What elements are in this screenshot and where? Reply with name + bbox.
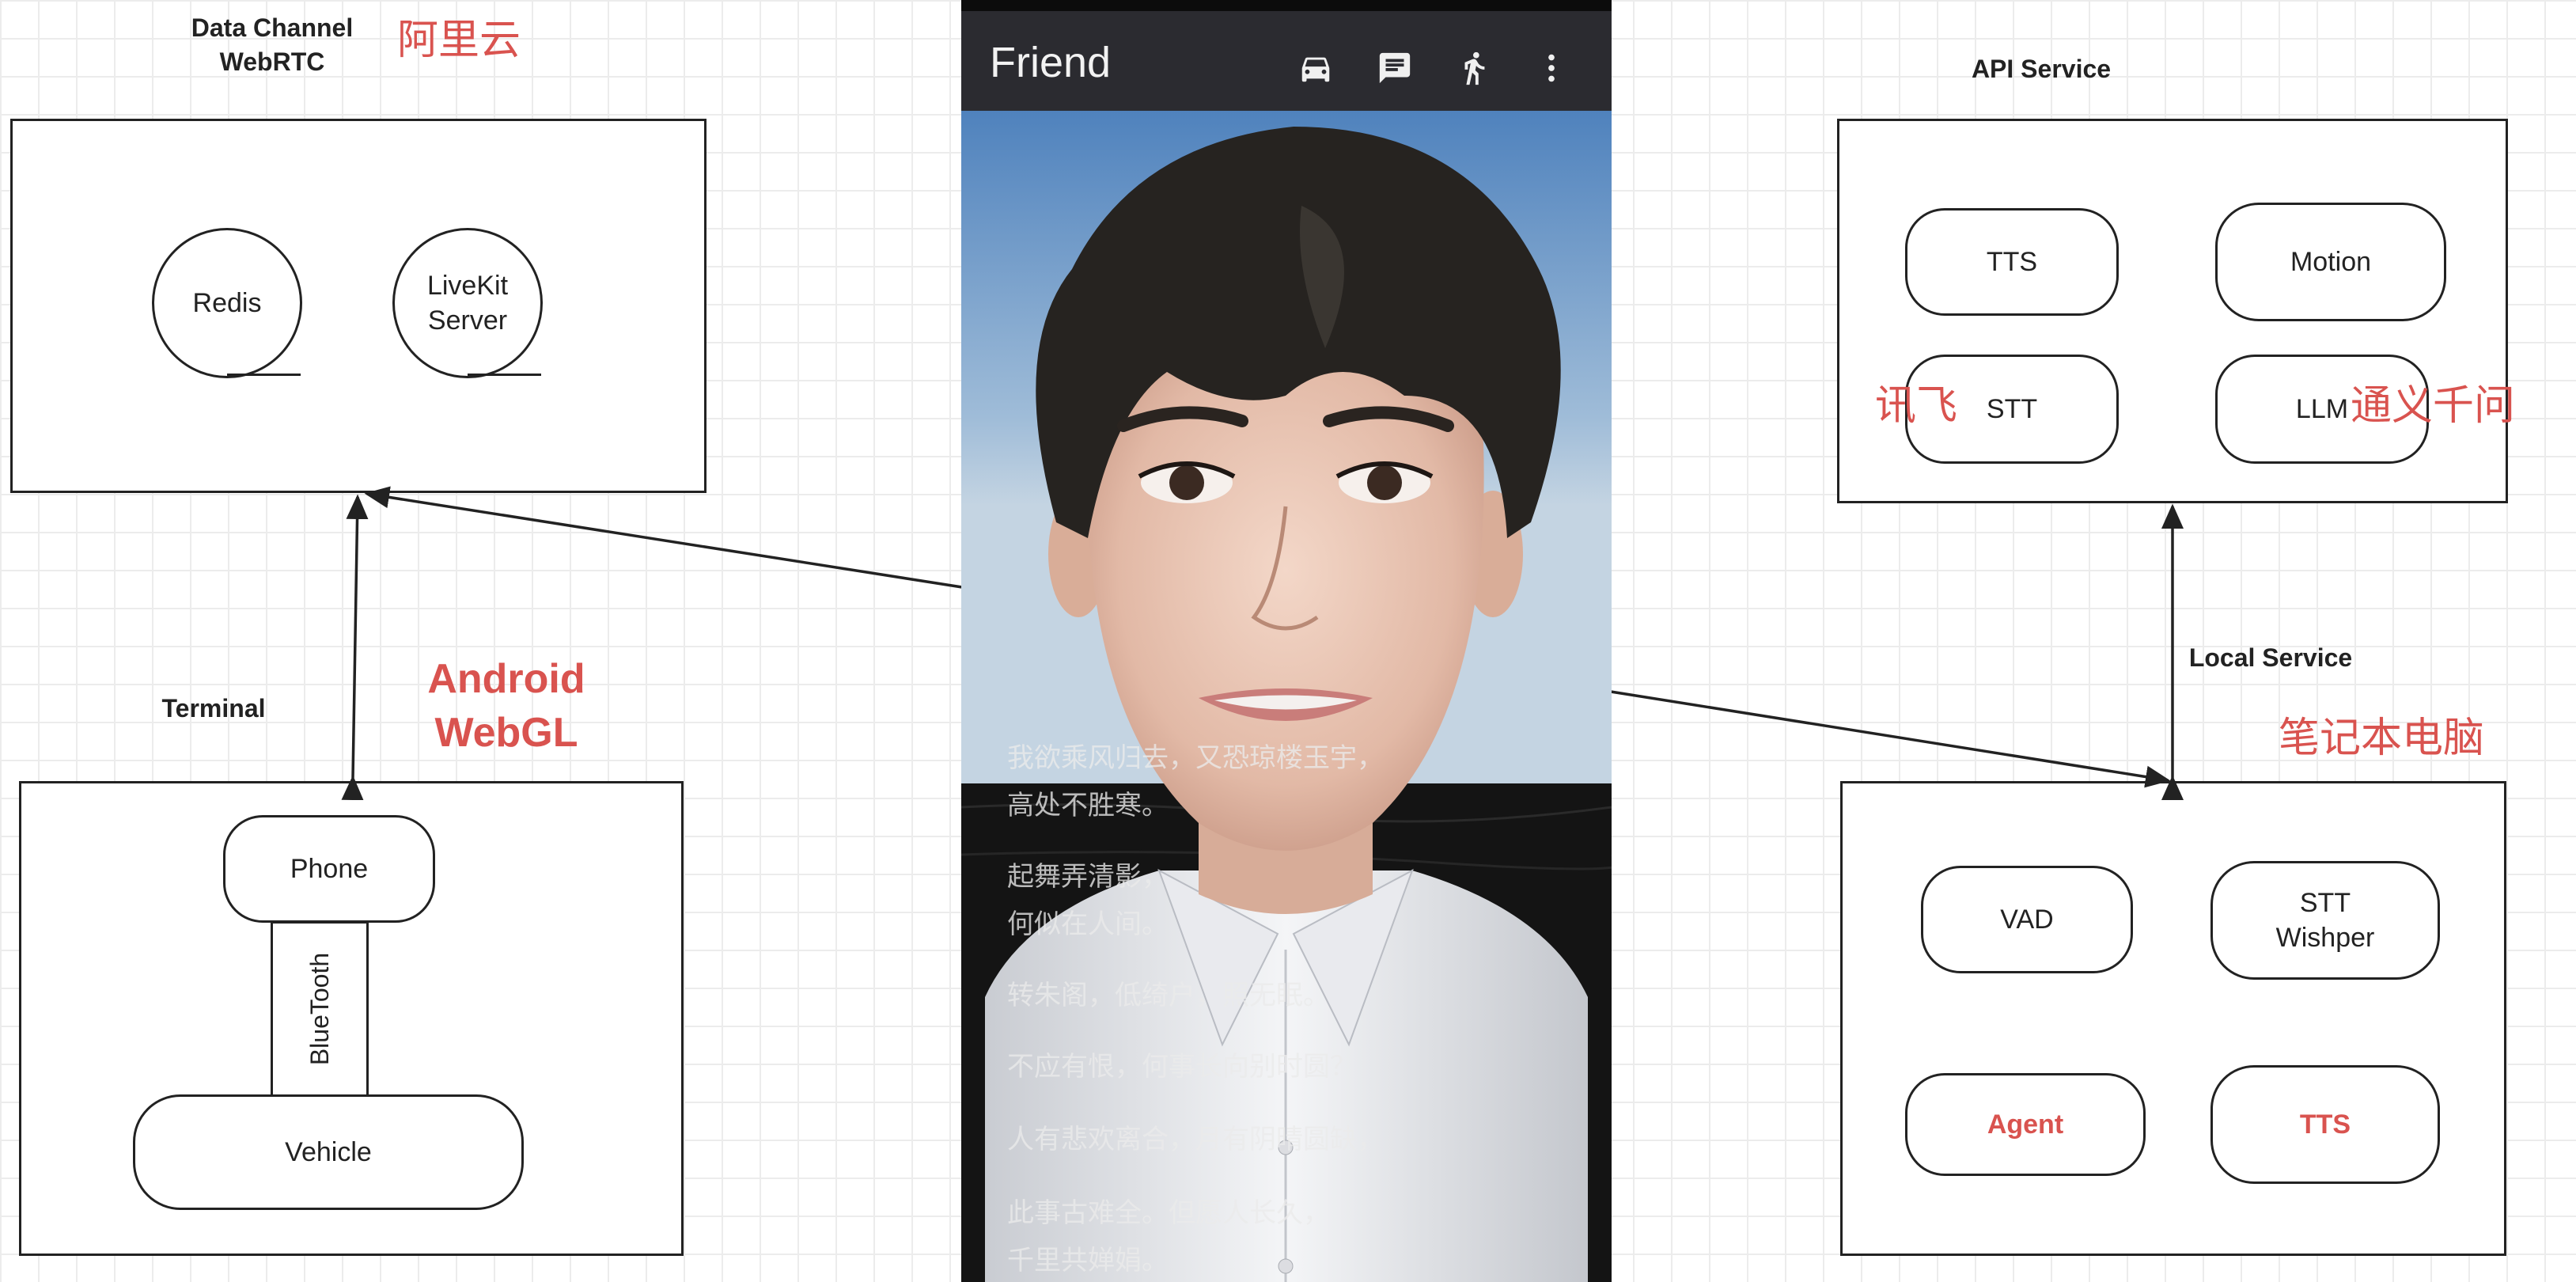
poem-line: 千里共婵娟。 [1007,1245,1169,1276]
tts-node[interactable]: TTS [1905,208,2119,316]
motion-node[interactable]: Motion [2215,203,2446,321]
phone-to-local-arrow [1610,690,2171,788]
tongyi-label: 通义千问 [2350,383,2515,429]
app-title: Friend [990,39,1112,86]
aliyun-label: 阿里云 [396,17,521,63]
poem-line: 起舞弄清影， [1007,861,1169,893]
phone-node[interactable]: Phone [223,815,435,923]
llm-node[interactable]: LLM [2215,355,2429,464]
bluetooth-link[interactable] [271,921,369,1097]
poem-line: 何似在人间。 [1007,908,1169,940]
avatar-scene[interactable]: 我欲乘风归去，又恐琼楼玉宇， 高处不胜寒。 起舞弄清影， 何似在人间。 转朱阁，… [961,111,1612,1282]
local-service-label: Local Service [2188,643,2353,672]
phone-screen: 我欲乘风归去，又恐琼楼玉宇， 高处不胜寒。 起舞弄清影， 何似在人间。 转朱阁，… [961,0,1612,1282]
terminal-label: Terminal [161,694,266,723]
app-bar: Friend [961,0,1612,111]
poem-line: 我欲乘风归去，又恐琼楼玉宇， [1007,742,1384,774]
poem-line: 转朱阁，低绮户，照无眠。 [1007,980,1330,1011]
poem-line: 人有悲欢离合，月有阴晴圆缺， [1007,1124,1384,1155]
data-channel-box[interactable] [10,119,707,493]
livekit-server-node[interactable]: LiveKit Server [392,228,543,378]
vad-node[interactable]: VAD [1921,866,2133,973]
data-channel-label: Data Channel WebRTC [191,13,354,77]
laptop-label: 笔记本电脑 [2278,715,2484,761]
vehicle-node[interactable]: Vehicle [133,1094,524,1210]
walk-icon[interactable] [1452,46,1496,90]
tts-local-node[interactable]: TTS [2210,1065,2440,1184]
poem-line: 不应有恨，何事长向别时圆？ [1007,1051,1357,1083]
xunfei-label: 讯飞 [1874,383,1957,429]
poem-line: 此事古难全。但愿人长久， [1007,1197,1330,1229]
redis-node[interactable]: Redis [152,228,302,378]
stt-whisper-node[interactable]: STT Wishper [2210,861,2440,980]
api-service-label: API Service [1971,55,2112,83]
livekit-tail [468,374,541,376]
android-webgl-label: Android WebGL [427,656,585,756]
agent-node[interactable]: Agent [1905,1073,2146,1176]
car-icon[interactable] [1294,46,1338,90]
stt-node[interactable]: STT [1905,355,2119,464]
poem-line: 高处不胜寒。 [1007,790,1169,821]
redis-tail [227,374,301,376]
more-vert-icon[interactable] [1529,46,1574,90]
chat-icon[interactable] [1373,46,1417,90]
terminal-to-channel-arrow [341,494,369,801]
phone-to-channel-arrow [364,486,963,589]
